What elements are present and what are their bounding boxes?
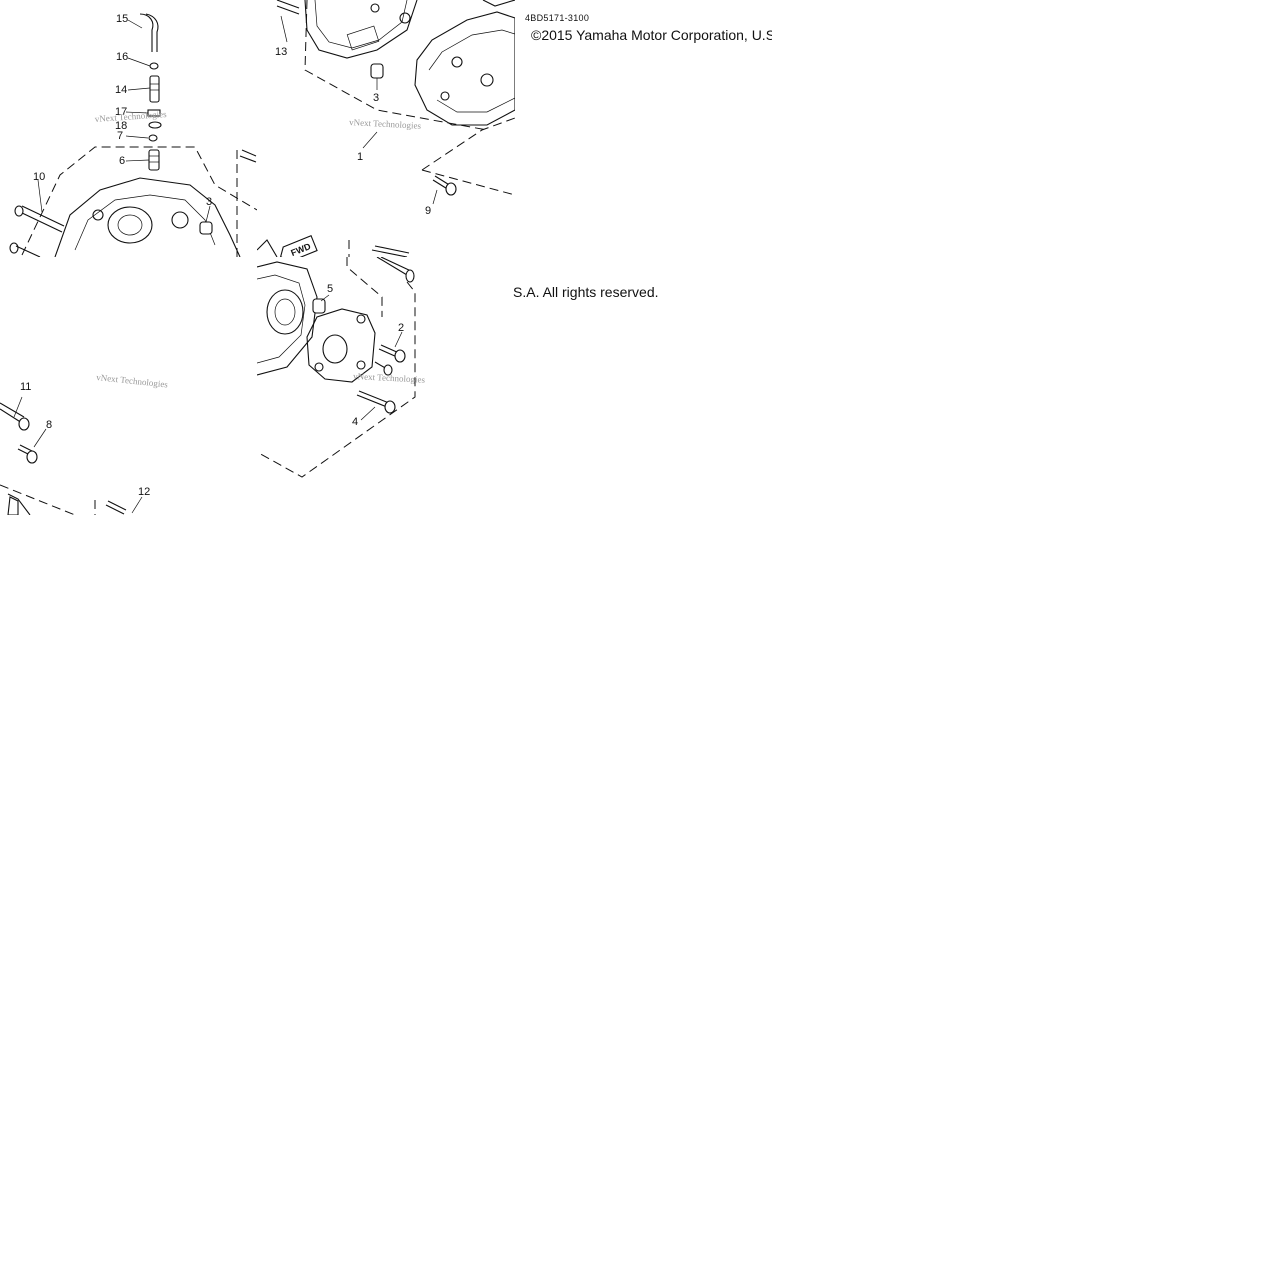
callout-3-upper: 3 [373,92,379,104]
bolt-2 [378,348,398,358]
callout-5: 5 [327,283,333,295]
diagram-tile-top-left: 15 16 14 17 18 7 6 10 3 vNext Technologi… [0,0,257,257]
callout-13: 13 [275,46,287,58]
diagram-tile-top-right: 13 3 1 9 vNext Technologies FWD [257,0,515,257]
callout-14: 14 [115,84,127,96]
watermark-b: vNext Technologies [349,117,422,131]
callout-16: 16 [116,51,128,63]
callout-11: 11 [20,381,31,393]
callout-15: 15 [116,13,128,25]
long-bolt [376,257,408,276]
watermark-d: vNext Technologies [353,371,426,385]
stud-12 [105,504,125,515]
watermark-c: vNext Technologies [96,372,169,390]
callout-1: 1 [357,151,363,163]
pump-cover [306,308,376,383]
dowel-5 [312,298,326,314]
callout-9: 9 [425,205,431,217]
copyright-line-2: S.A. All rights reserved. [513,284,659,300]
callout-4: 4 [352,416,358,428]
crankcase-half-left [54,177,241,257]
crankcase-half-right [304,0,418,59]
fitting-6 [148,149,160,171]
bolt-10 [19,211,63,233]
fitting-14 [149,75,160,103]
fwd-arrow-tag: FWD [280,234,318,257]
stud-13 [276,5,300,15]
diagram-tile-bottom-left: 11 8 12 vNext Technologies [0,257,257,515]
part-code: 4BD5171-3100 [525,13,590,23]
callout-6: 6 [119,155,125,167]
clip-16 [149,62,159,70]
crankcase-end [257,261,318,376]
bolt-4 [356,394,388,408]
callout-7: 7 [117,130,123,142]
dowel-3 [199,221,213,235]
o-ring-7 [148,134,158,142]
callout-3-left: 3 [206,196,212,208]
bolt-11 [0,408,23,424]
copyright-line-1: ©2015 Yamaha Motor Corporation, U.S [531,27,772,43]
o-ring-18 [148,121,162,129]
callout-18: 18 [115,120,127,132]
callout-12: 12 [138,486,150,498]
callout-2: 2 [398,322,404,334]
diagram-tile-bottom-right: 5 2 4 vNext Technologies [257,257,515,515]
dowel-3-upper [370,63,384,79]
callout-10: 10 [33,171,45,183]
callout-8: 8 [46,419,52,431]
hose-15 [139,13,154,52]
crankcase-cover [414,11,515,126]
callout-17: 17 [115,106,127,118]
